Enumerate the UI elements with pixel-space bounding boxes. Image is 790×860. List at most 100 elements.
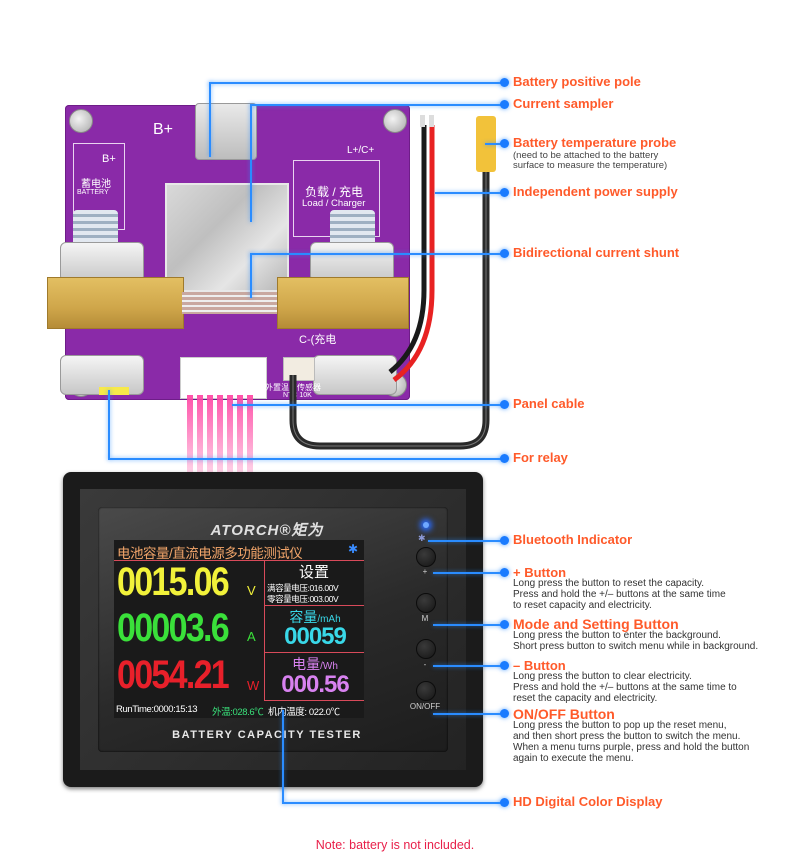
divider: [265, 700, 364, 701]
onoff-button-label: ON/OFF: [409, 702, 441, 711]
ribbon-wire: [247, 395, 253, 475]
callout-line: [250, 104, 252, 222]
mounting-screw: [383, 109, 407, 133]
energy-unit: /Wh: [320, 661, 338, 672]
onoff-button[interactable]: [416, 681, 436, 701]
callout-line: [433, 624, 503, 626]
product-name: BATTERY CAPACITY TESTER: [172, 729, 362, 741]
callout-dot: [500, 100, 509, 109]
relay-connector: [99, 387, 129, 395]
divider: [114, 560, 364, 561]
callout-dot: [500, 454, 509, 463]
callout-line: [250, 253, 504, 255]
plus-button[interactable]: [416, 547, 436, 567]
callout-line: [209, 82, 504, 84]
divider: [264, 561, 265, 701]
callout-dot: [500, 188, 509, 197]
callout-dot: [500, 536, 509, 545]
callout-line: [250, 253, 252, 298]
current-unit: A: [247, 629, 256, 644]
label-current-shunt: Bidirectional current shunt: [513, 245, 680, 260]
mounting-screw: [69, 109, 93, 133]
callout-line: [428, 540, 503, 542]
ribbon-wire: [207, 395, 213, 475]
callout-line: [250, 104, 504, 106]
mode-button-description: Long press the button to enter the backg…: [513, 630, 759, 652]
battery-en-label: BATTERY: [77, 189, 109, 196]
cminus-label: C-(充电: [299, 334, 337, 346]
divider: [265, 652, 364, 653]
callout-dot: [500, 709, 509, 718]
bluetooth-icon: ✱: [348, 542, 359, 556]
battery-capacity-tester: ATORCH®矩为 电池容量/直流电源多功能测试仪 ✱ 0015.06 V 00…: [63, 472, 483, 787]
minus-button-description: Long press the button to clear electrici…: [513, 671, 737, 704]
panel-connector: [180, 357, 267, 399]
minus-button-label: -: [423, 660, 427, 669]
shunt-block-right: [277, 277, 409, 329]
power-wire-black: [388, 125, 427, 374]
lcd-title: 电池容量/直流电源多功能测试仪: [117, 546, 303, 561]
callout-line: [433, 713, 503, 715]
ribbon-wire: [217, 395, 223, 475]
load-cn-label: 负载 / 充电: [305, 185, 364, 199]
capacity-label-text: 容量: [289, 609, 318, 625]
callout-line: [435, 192, 503, 194]
meter-face: ATORCH®矩为 电池容量/直流电源多功能测试仪 ✱ 0015.06 V 00…: [98, 507, 448, 752]
energy-label-text: 电量: [292, 656, 321, 672]
external-temperature: 外温:028.6℃: [212, 707, 264, 718]
label-battery-positive-pole: Battery positive pole: [513, 74, 641, 89]
label-minus-button: – Button: [513, 658, 566, 673]
battery-bolt: [73, 210, 118, 248]
label-independent-power: Independent power supply: [513, 184, 678, 199]
ribbon-wire: [187, 395, 193, 475]
callout-dot: [500, 620, 509, 629]
ribbon-wire: [237, 395, 243, 475]
load-bolt: [330, 210, 375, 248]
label-panel-cable: Panel cable: [513, 396, 585, 411]
capacity-label: 容量/mAh: [266, 607, 364, 627]
current-value: 00003.6: [117, 606, 230, 650]
callout-dot: [500, 568, 509, 577]
plus-button-label: +: [422, 567, 428, 576]
runtime-readout: RunTime:0000:15:13: [116, 704, 198, 715]
mode-button[interactable]: [416, 593, 436, 613]
energy-label: 电量/Wh: [266, 654, 364, 674]
callout-line: [433, 572, 503, 574]
callout-line: [108, 458, 503, 460]
temperature-probe-note: (need to be attached to the battery surf…: [513, 150, 668, 171]
wire-tip: [420, 115, 425, 127]
shunt-element: [182, 292, 277, 314]
ribbon-wire: [227, 395, 233, 475]
power-unit: W: [247, 678, 260, 693]
shunt-block-left: [47, 277, 184, 329]
onoff-button-description: Long press the button to pop up the rese…: [513, 720, 750, 764]
battery-cn-label: 蓄电池: [81, 179, 111, 190]
wire-tip: [429, 115, 434, 127]
label-plus-button: + Button: [513, 565, 567, 580]
label-mode-button: Mode and Setting Button: [513, 616, 679, 632]
ntc-en-label: NTC 10K: [283, 392, 312, 399]
callout-dot: [500, 249, 509, 258]
shunt-pcb-board: B+ B+ 蓄电池 BATTERY L+/C+ 负载 / 充电 Load / C…: [47, 103, 410, 400]
capacity-value: 00059: [284, 623, 347, 650]
internal-temperature: 机内温度: 022.0℃: [268, 707, 340, 718]
battery-note: Note: battery is not included.: [315, 838, 475, 852]
callout-dot: [500, 139, 509, 148]
bplus-top-label: B+: [153, 121, 174, 138]
bplus-side-label: B+: [102, 153, 116, 165]
bluetooth-small-icon: ✱: [418, 533, 426, 543]
lcd-display: 电池容量/直流电源多功能测试仪 ✱ 0015.06 V 00003.6 A 00…: [114, 540, 364, 718]
voltage-value: 0015.06: [117, 560, 230, 604]
callout-line: [282, 802, 503, 804]
label-bluetooth-indicator: Bluetooth Indicator: [513, 532, 633, 547]
brand-logo: ATORCH®矩为: [210, 522, 324, 539]
callout-line: [108, 390, 110, 459]
battery-positive-terminal: [195, 103, 257, 160]
label-temperature-probe: Battery temperature probe: [513, 135, 677, 150]
callout-dot: [500, 400, 509, 409]
minus-button[interactable]: [416, 639, 436, 659]
ntc-connector: [283, 357, 315, 381]
settings-title: 设置: [298, 564, 329, 581]
label-onoff-button: ON/OFF Button: [513, 706, 615, 722]
